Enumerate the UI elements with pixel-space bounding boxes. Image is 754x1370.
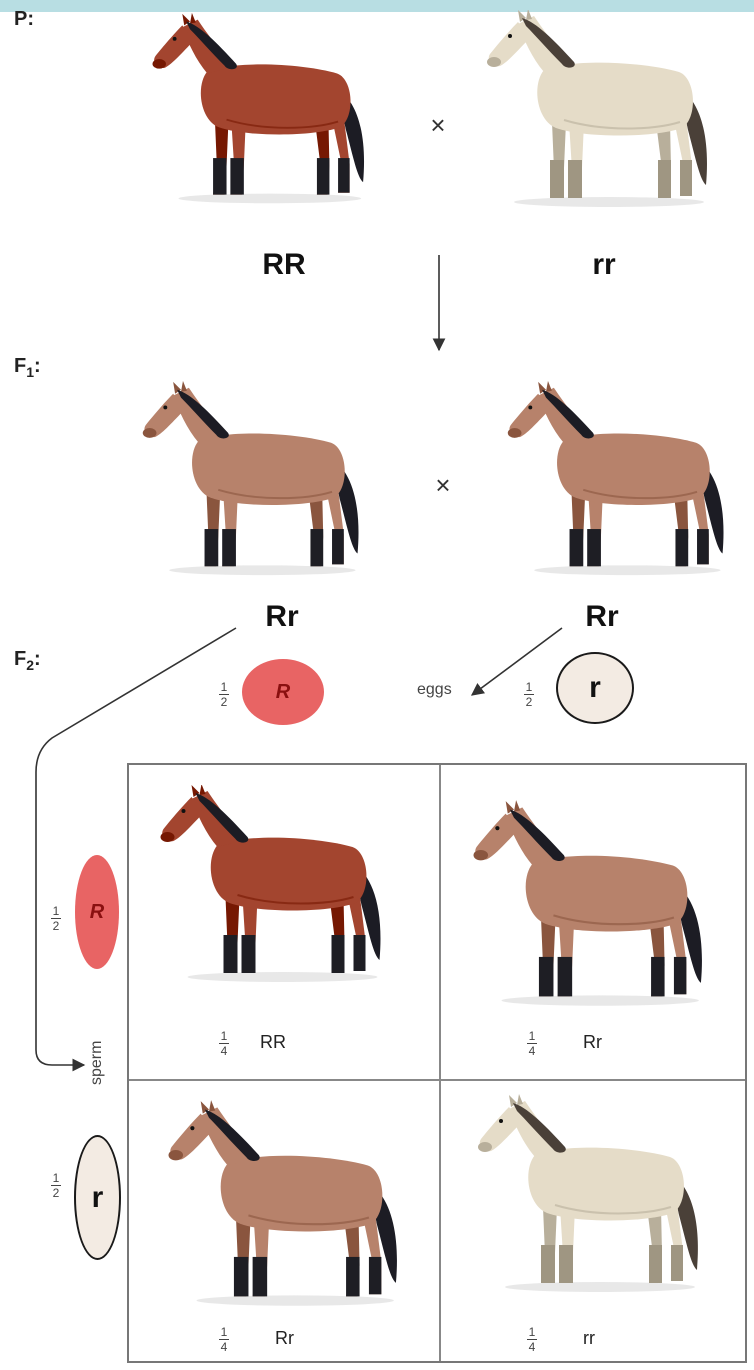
cell-genotype-3: Rr — [275, 1328, 294, 1349]
egg-allele-dominant: R — [276, 681, 290, 704]
horse-offspring-rr-het-1 — [460, 800, 730, 1010]
f1-label-sub: 1 — [26, 364, 34, 380]
f1-label-colon: : — [34, 355, 41, 377]
sperm-allele-recessive: r — [92, 1181, 104, 1215]
cross-symbol-p: × — [423, 110, 453, 141]
sperm-label: sperm — [88, 1041, 106, 1085]
egg-gamete-dominant: R — [242, 659, 324, 725]
parent-genotype-right: rr — [544, 248, 664, 282]
horse-roan-f1-right — [495, 375, 750, 585]
punnett-divider-horizontal — [129, 1079, 745, 1081]
f2-label-colon: : — [34, 648, 41, 670]
cell-genotype-1: RR — [260, 1032, 286, 1053]
horse-roan-f1-left — [130, 375, 385, 585]
parent-genotype-left: RR — [224, 248, 344, 282]
horse-offspring-rr-recessive — [465, 1090, 725, 1300]
egg-allele-recessive: r — [589, 671, 601, 705]
f1-label-letter: F — [14, 355, 26, 377]
cross-symbol-f1: × — [428, 470, 458, 501]
p-label-text: P: — [14, 8, 34, 30]
sperm-gamete-recessive: r — [74, 1135, 121, 1260]
p-generation-label: P: — [14, 8, 34, 31]
sperm-allele-dominant: R — [90, 901, 104, 924]
horse-chestnut-parent — [140, 10, 390, 210]
f1-genotype-right: Rr — [542, 600, 662, 634]
cell-genotype-2: Rr — [583, 1032, 602, 1053]
f2-label-letter: F — [14, 648, 26, 670]
f1-generation-label: F1: — [14, 355, 41, 380]
eggs-label: eggs — [417, 681, 452, 699]
punnett-divider-vertical — [439, 765, 441, 1361]
f2-label-sub: 2 — [26, 657, 34, 673]
horse-offspring-rr-dominant — [145, 785, 410, 985]
horse-cream-parent — [474, 10, 734, 210]
arrow-f1-to-eggs — [472, 628, 562, 695]
sperm-gamete-dominant: R — [75, 855, 119, 969]
egg-gamete-recessive: r — [556, 652, 634, 724]
f1-genotype-left: Rr — [222, 600, 342, 634]
horse-offspring-rr-het-2 — [155, 1100, 425, 1310]
f2-generation-label: F2: — [14, 648, 41, 673]
cell-genotype-4: rr — [583, 1328, 595, 1349]
